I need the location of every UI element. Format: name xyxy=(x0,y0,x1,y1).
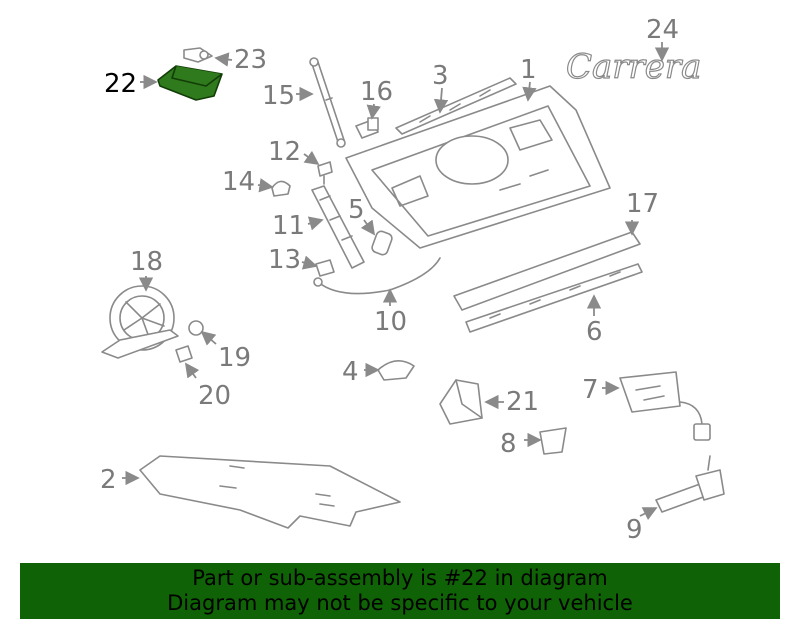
part-2-insulation[interactable] xyxy=(139,455,401,529)
leader-5 xyxy=(360,219,376,236)
part-16-bumper[interactable] xyxy=(355,117,379,139)
leader-16 xyxy=(366,103,381,120)
part-8-bracket[interactable] xyxy=(539,427,567,455)
callout-22[interactable]: 22 xyxy=(104,69,137,99)
part-22-bracket[interactable] xyxy=(157,65,223,101)
callout-24[interactable]: 24 xyxy=(646,15,679,45)
part-21-housing[interactable] xyxy=(439,379,483,425)
callout-14[interactable]: 14 xyxy=(222,167,255,197)
callout-10[interactable]: 10 xyxy=(374,307,407,337)
part-11-hinge[interactable] xyxy=(311,185,365,269)
leader-23 xyxy=(214,52,233,67)
part-17-trim[interactable] xyxy=(453,231,641,311)
part-23-clip[interactable] xyxy=(183,47,213,63)
callout-13[interactable]: 13 xyxy=(268,245,301,275)
part-14-cap[interactable] xyxy=(271,180,291,197)
callout-4[interactable]: 4 xyxy=(342,357,359,387)
callout-12[interactable]: 12 xyxy=(268,137,301,167)
banner-line-2: Diagram may not be specific to your vehi… xyxy=(167,591,633,615)
leader-20 xyxy=(184,362,200,379)
leader-1 xyxy=(522,81,537,102)
part-9-actuator[interactable] xyxy=(655,455,725,513)
callout-7[interactable]: 7 xyxy=(582,375,599,405)
callout-8[interactable]: 8 xyxy=(500,429,517,459)
leader-19 xyxy=(200,330,217,346)
callout-17[interactable]: 17 xyxy=(626,189,659,219)
callout-6[interactable]: 6 xyxy=(586,317,603,347)
banner-line-1: Part or sub-assembly is #22 in diagram xyxy=(192,566,608,590)
callout-23[interactable]: 23 xyxy=(234,45,267,75)
callout-3[interactable]: 3 xyxy=(432,61,449,91)
part-19-grommet[interactable] xyxy=(188,320,204,336)
part-20-plug[interactable] xyxy=(175,345,193,363)
leader-12 xyxy=(303,150,320,166)
leader-9 xyxy=(639,507,658,521)
part-7-latch[interactable] xyxy=(619,371,711,441)
leader-14 xyxy=(257,178,274,193)
part-3-strip[interactable] xyxy=(395,77,517,135)
leader-11 xyxy=(307,216,324,231)
emblem-text: Carrera xyxy=(566,47,701,87)
part-15-strut[interactable] xyxy=(309,57,346,148)
callout-11[interactable]: 11 xyxy=(272,211,305,241)
leader-13 xyxy=(301,255,318,270)
callout-21[interactable]: 21 xyxy=(506,387,539,417)
part-5-buffer[interactable] xyxy=(371,230,394,256)
callout-15[interactable]: 15 xyxy=(262,81,295,111)
info-banner: Part or sub-assembly is #22 in diagram D… xyxy=(20,563,780,619)
part-24-emblem[interactable]: Carrera xyxy=(565,46,702,87)
callout-9[interactable]: 9 xyxy=(626,515,643,545)
parts-diagram: 22 23 15 16 3 1 Carrera 24 xyxy=(100,15,725,545)
callout-16[interactable]: 16 xyxy=(360,77,393,107)
part-13-bolt[interactable] xyxy=(315,259,335,277)
part-10-cable[interactable] xyxy=(313,257,441,295)
callout-5[interactable]: 5 xyxy=(348,195,365,225)
callout-19[interactable]: 19 xyxy=(218,343,251,373)
part-12-bolt[interactable] xyxy=(317,161,333,185)
part-1-deck-lid[interactable] xyxy=(345,85,611,249)
part-4-cover[interactable] xyxy=(377,360,415,381)
callout-20[interactable]: 20 xyxy=(198,381,231,411)
part-18-fan[interactable] xyxy=(101,285,179,359)
callout-18[interactable]: 18 xyxy=(130,247,163,277)
callout-2[interactable]: 2 xyxy=(100,465,117,495)
leader-3 xyxy=(433,87,449,114)
callout-1[interactable]: 1 xyxy=(520,55,537,85)
part-6-seal[interactable] xyxy=(465,263,643,333)
